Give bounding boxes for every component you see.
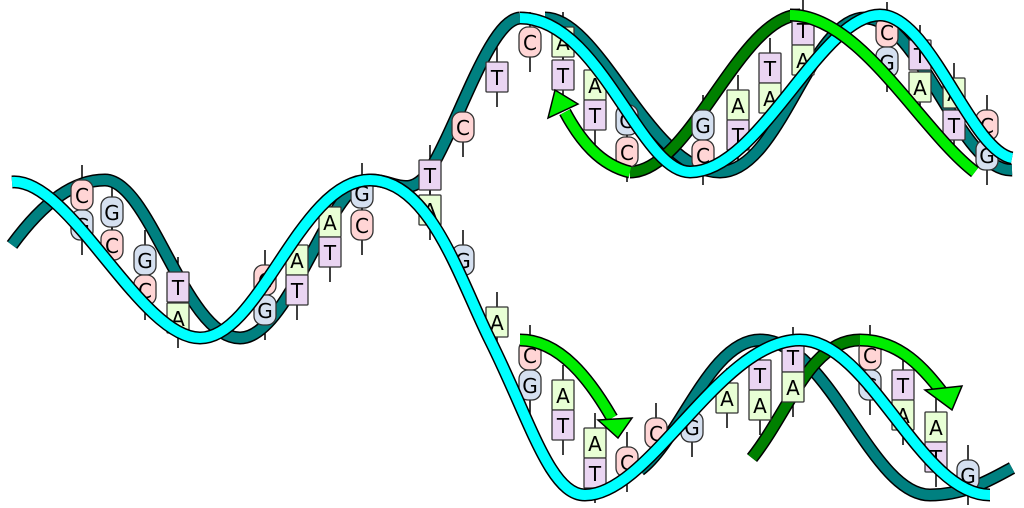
base-T: T — [942, 109, 966, 141]
base-letter: A — [913, 76, 927, 100]
base-letter: T — [490, 66, 504, 90]
base-T: T — [418, 159, 442, 191]
base-T: T — [551, 59, 575, 91]
base-letter: C — [523, 344, 537, 368]
base-letter: A — [753, 394, 767, 418]
base-letter: C — [523, 31, 537, 55]
base-T: T — [551, 409, 575, 441]
base-letter: T — [753, 364, 767, 388]
back-strands — [6, 8, 1016, 502]
base-letter: T — [556, 414, 570, 438]
base-letter: T — [588, 104, 602, 128]
base-letter: G — [137, 249, 153, 273]
base-C: C — [100, 229, 124, 261]
base-letter: A — [731, 94, 745, 118]
base-letter: A — [929, 416, 943, 440]
base-letter: A — [588, 432, 602, 456]
base-T: T — [285, 274, 309, 306]
arrowhead-lower — [596, 417, 634, 440]
base-letter: T — [171, 276, 185, 300]
base-A: A — [318, 206, 342, 238]
base-letter: C — [456, 116, 470, 140]
base-letter: T — [588, 462, 602, 486]
base-G: G — [253, 294, 277, 326]
base-letter: G — [695, 114, 711, 138]
base-T: T — [318, 236, 342, 268]
base-T: T — [891, 369, 915, 401]
base-letter: T — [763, 57, 777, 81]
base-letter: C — [75, 184, 89, 208]
arrowhead-lower-right — [923, 385, 964, 412]
base-letter: T — [323, 241, 337, 265]
base-letter: G — [104, 201, 120, 225]
base-G: G — [133, 244, 157, 276]
base-letter: A — [786, 376, 800, 400]
base-A: A — [583, 427, 607, 459]
base-letter: C — [355, 214, 369, 238]
base-G: G — [100, 196, 124, 228]
base-A: A — [726, 89, 750, 121]
leading-arrow-upper — [559, 108, 632, 179]
base-A: A — [781, 371, 805, 403]
base-letter: C — [105, 234, 119, 258]
base-letter: C — [696, 144, 710, 168]
base-letter: T — [423, 164, 437, 188]
base-T: T — [166, 271, 190, 303]
base-A: A — [748, 389, 772, 421]
base-T: T — [583, 99, 607, 131]
new-strand-lower-green — [859, 333, 948, 396]
base-C: C — [350, 209, 374, 241]
teal-strand-lower — [635, 333, 1016, 502]
base-letter: A — [556, 384, 570, 408]
leading-arrow-lower — [519, 333, 618, 422]
base-A: A — [924, 411, 948, 443]
base-letter: C — [880, 21, 894, 45]
base-letter: T — [896, 374, 910, 398]
base-letter: A — [720, 387, 734, 411]
base-letter: A — [323, 211, 337, 235]
arrowhead-upper-left — [546, 88, 580, 120]
base-A: A — [551, 379, 575, 411]
base-G: G — [691, 109, 715, 141]
base-letter: A — [290, 249, 304, 273]
new-strand-upper-green — [789, 8, 979, 178]
base-A: A — [908, 71, 932, 103]
new-strand-upper-dark — [629, 8, 801, 179]
base-C: C — [451, 111, 475, 143]
base-letter: G — [257, 299, 273, 323]
base-letter: T — [786, 346, 800, 370]
cyan-strand-parent — [11, 173, 991, 502]
base-T: T — [583, 457, 607, 489]
base-letter: T — [556, 64, 570, 88]
base-C: C — [70, 179, 94, 211]
base-letter: A — [490, 311, 504, 335]
base-letter: T — [290, 279, 304, 303]
base-letter: G — [522, 374, 538, 398]
base-letter: C — [620, 141, 634, 165]
base-letter: T — [796, 19, 810, 43]
base-G: G — [518, 369, 542, 401]
base-letter: T — [947, 114, 961, 138]
base-C: C — [518, 26, 542, 58]
cyan-strand-upper — [519, 8, 1015, 179]
base-C: C — [615, 136, 639, 168]
base-letter: C — [863, 344, 877, 368]
front-strands — [11, 8, 1015, 502]
base-T: T — [781, 341, 805, 373]
base-T: T — [758, 52, 782, 84]
base-T: T — [485, 61, 509, 93]
